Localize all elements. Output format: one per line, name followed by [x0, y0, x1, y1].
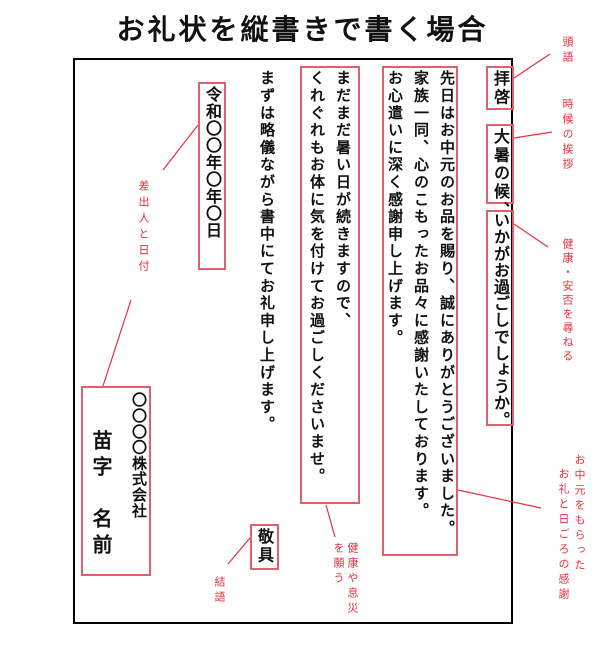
seasonal-greeting-box — [486, 124, 514, 204]
opening-box — [486, 66, 514, 110]
thanks-line-2: 家族一同、心のこもったお品々に感謝いたしております。 — [412, 70, 430, 520]
thanks-line-1: 先日はお中元のお品を賜り、誠にありがとうございました。 — [438, 70, 456, 538]
closing-sentence: まずは略儀ながら書中にてお礼申し上げます。 — [258, 70, 276, 434]
closing-text: 敬具 — [255, 528, 274, 565]
wellbeing-inquiry-box — [486, 210, 514, 426]
wish-box — [300, 66, 360, 504]
sender-box — [81, 386, 151, 576]
annotation-thanks-b: お礼と日ごろの感謝 — [557, 468, 570, 603]
closing-box — [250, 524, 279, 570]
wish-line-1: まだまだ暑い日が続きますので、 — [334, 70, 352, 330]
thanks-box — [382, 66, 458, 556]
date-box — [198, 82, 226, 270]
seasonal-greeting-text: 大暑の候、 — [491, 128, 510, 220]
page-title: お礼状を縦書きで書く場合 — [116, 13, 489, 46]
annotation-wish-a: 健康や息災 — [346, 542, 359, 617]
annotation-seasonal: 時候の挨拶 — [561, 98, 574, 173]
opening-text: 拝啓 — [491, 70, 510, 107]
annotation-wellbeing: 健康・安否を尋ねる — [561, 238, 574, 364]
wellbeing-inquiry-text: いかがお過ごしでしょうか。 — [491, 212, 510, 428]
date-text: 令和〇〇年〇年〇日 — [203, 86, 222, 239]
annotation-thanks-a: お中元をもらった — [573, 454, 586, 574]
name-text: 苗字 名前 — [89, 430, 113, 560]
annotation-sender: 差出人と日付 — [137, 180, 150, 276]
annotation-wish-b: を願う — [332, 542, 345, 587]
annotation-closing: 結語 — [213, 576, 226, 606]
company-text: 〇〇〇〇株式会社 — [130, 392, 148, 519]
thanks-line-3: お心遣いに深く感謝申し上げます。 — [386, 70, 404, 347]
wish-line-2: くれぐれもお体に気を付けてお過ごしくださいませ。 — [308, 70, 326, 486]
annotation-opening: 頭語 — [561, 36, 574, 66]
